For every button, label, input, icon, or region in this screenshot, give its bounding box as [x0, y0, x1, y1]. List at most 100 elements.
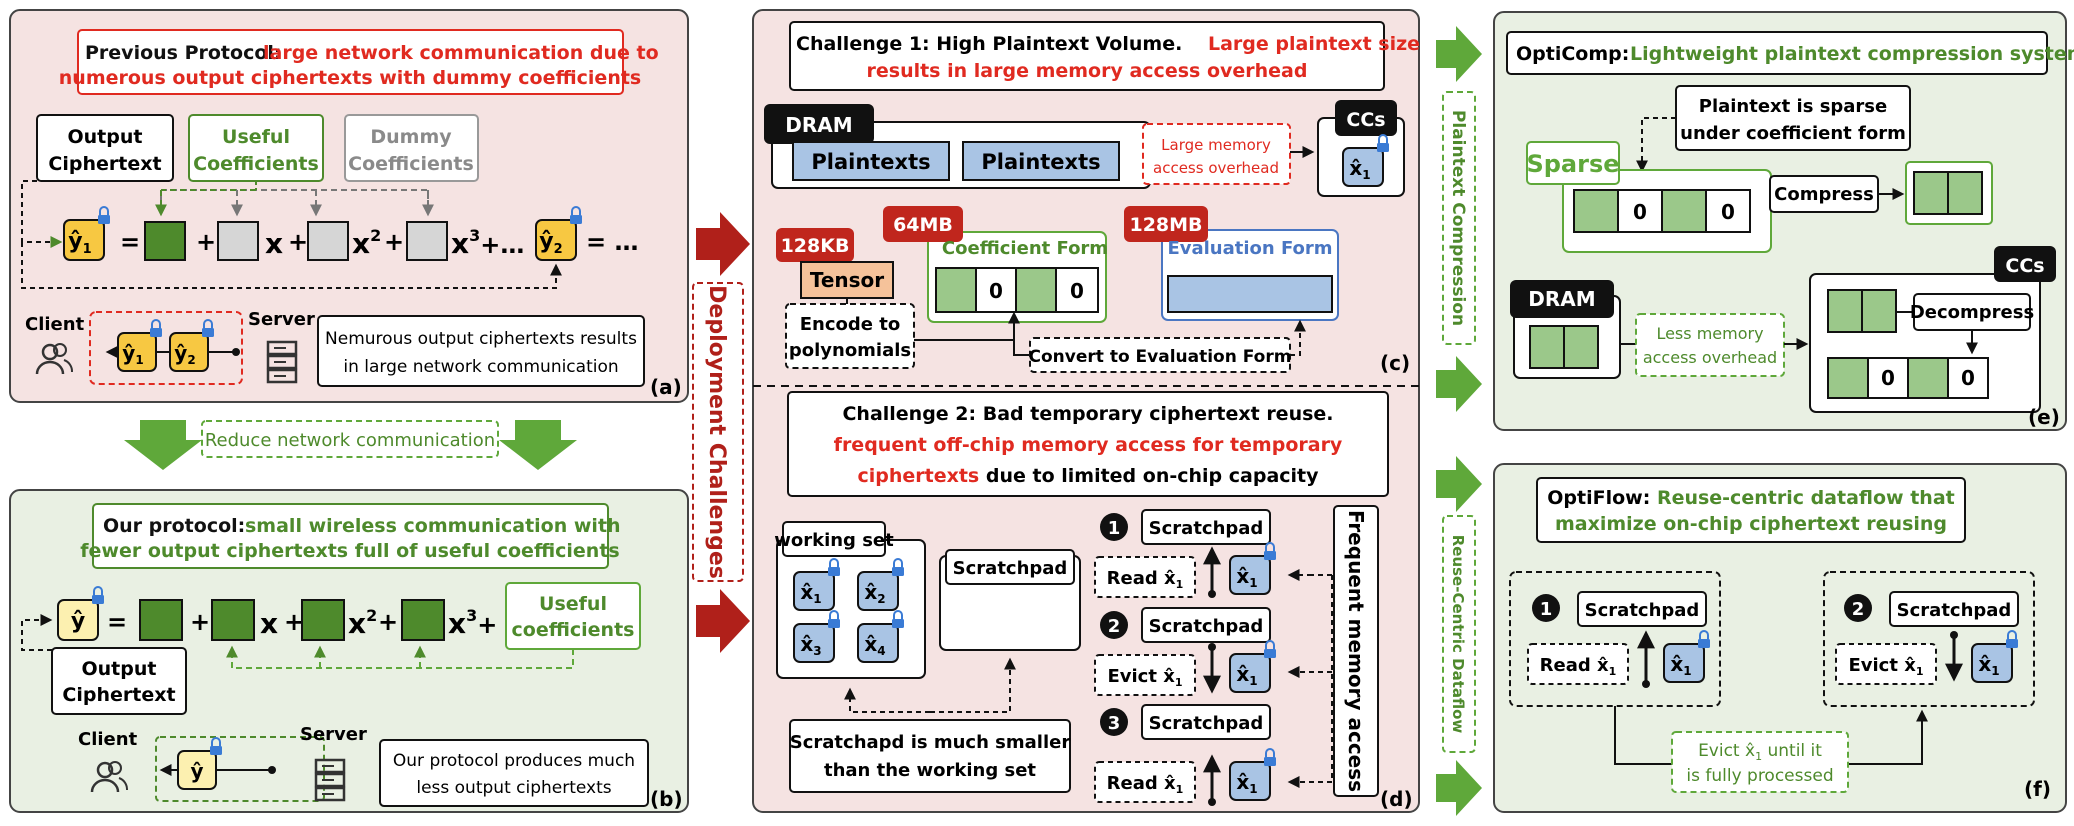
flow-step-1-action: Read x̂1 [1540, 655, 1617, 678]
panel-c-title-red2: results in large memory access overhead [867, 60, 1308, 82]
step-1: 1 Scratchpad Read x̂1 x̂1 [1094, 509, 1277, 598]
flow-step-1-num: 1 [1540, 599, 1553, 620]
ccs-label-e: CCs [2005, 255, 2044, 277]
compress-label: Compress [1774, 184, 1874, 205]
panel-b-title-prefix: Our protocol: [103, 515, 245, 537]
coeff-zero-1: 0 [989, 279, 1003, 303]
flow-step-1-pad: Scratchpad [1585, 600, 1700, 621]
client-y1: ŷ1 [122, 341, 143, 367]
output-ciphertext-b-l1: Output [82, 658, 157, 680]
sparse-zero-2: 0 [1721, 200, 1735, 224]
step-1-num: 1 [1108, 518, 1121, 539]
panel-c-title-prefix: Challenge 1: High Plaintext Volume. [796, 33, 1182, 55]
client-label-a: Client [25, 314, 85, 335]
x-term-2: x2 [352, 226, 381, 260]
reduce-arrows: Reduce network communication [124, 420, 577, 470]
server-label-b: Server [300, 724, 367, 745]
step-2-num: 2 [1108, 616, 1121, 637]
eq-sign-b: = [107, 608, 127, 636]
useful-coeff-b-l2: coefficients [512, 619, 635, 641]
client-y2: ŷ2 [174, 341, 195, 367]
step-2-pad: Scratchpad [1149, 616, 1264, 637]
ws-x2: x̂2 [864, 580, 885, 606]
flow-step-2-pad: Scratchpad [1897, 600, 2012, 621]
step-1-x1: x̂1 [1236, 564, 1257, 590]
ccs-zero-2: 0 [1961, 366, 1975, 390]
useful-coefficients-l1: Useful [222, 126, 290, 148]
panel-f-title-line1: OptiFlow: Reuse-centric dataflow that [1547, 487, 1954, 509]
ws-x4: x̂4 [864, 632, 885, 658]
panel-e-title-green: Lightweight plaintext compression system [1630, 43, 2074, 65]
flow-step-1-x1: x̂1 [1670, 652, 1691, 678]
panel-d-title-l3: ciphertexts due to limited on-chip capac… [857, 465, 1319, 487]
step-2: 2 Scratchpad Evict x̂1 x̂1 [1094, 607, 1277, 696]
scratchpad-label-d: Scratchpad [953, 558, 1068, 579]
mb128-badge: 128MB [1129, 214, 1202, 236]
panel-f-label: (f) [2024, 777, 2051, 801]
panel-a-note-l2: in large network communication [343, 357, 618, 377]
step-2-x1: x̂1 [1236, 662, 1257, 688]
plus-1: + [196, 228, 216, 256]
x-term-b1: x [260, 607, 278, 640]
step-1-pad: Scratchpad [1149, 518, 1264, 539]
deployment-challenges: Deployment Challenges [692, 212, 750, 653]
output-ciphertext-b-l2: Ciphertext [62, 684, 175, 706]
flow-step-2-action: Evict x̂1 [1848, 655, 1923, 678]
panel-b-title-line2: fewer output ciphertexts full of useful … [80, 540, 619, 562]
x-term-b3: x3+ [448, 606, 497, 640]
y2-symbol: ŷ2 [539, 229, 562, 257]
ws-x3: x̂3 [800, 632, 821, 658]
panel-f: OptiFlow: Reuse-centric dataflow that ma… [1493, 463, 2067, 813]
panel-e-label: (e) [2028, 405, 2060, 429]
useful-coefficients-l2: Coefficients [193, 153, 319, 175]
sparse-zero-1: 0 [1633, 200, 1647, 224]
panel-e: OptiComp: Lightweight plaintext compress… [1493, 11, 2074, 431]
panel-a-title-prefix: Previous Protocol: [85, 42, 282, 64]
step-3-action: Read x̂1 [1107, 773, 1184, 796]
plus-2: + [288, 228, 308, 256]
large-mem-l1: Large memory [1161, 136, 1271, 154]
frequent-access-label: Frequent memory access [1344, 510, 1368, 792]
plus-3: + [384, 228, 404, 256]
step-3: 3 Scratchpad Read x̂1 x̂1 [1094, 704, 1277, 806]
panel-c-title-red1: Large plaintext size [1208, 33, 1420, 55]
plus-b2: + [284, 608, 304, 636]
flow-step-2-num: 2 [1852, 599, 1865, 620]
evict-note-l2: is fully processed [1686, 766, 1833, 786]
client-label-b: Client [78, 729, 138, 750]
ccs-x1-c: x̂1 [1349, 156, 1370, 182]
sparse-note-l2: under coefficient form [1680, 123, 1906, 144]
dummy-coefficients-l2: Coefficients [348, 153, 474, 175]
reduce-label: Reduce network communication [205, 430, 495, 451]
evict-note-l1: Evict x̂1 until it [1698, 741, 1822, 763]
flow-step-2: 2 Scratchpad Evict x̂1 x̂1 [1823, 571, 2035, 707]
panel-a-label: (a) [650, 375, 682, 399]
decompress-label: Decompress [1910, 302, 2034, 323]
tensor-box: Tensor [810, 268, 884, 292]
ccs-zero-1: 0 [1881, 366, 1895, 390]
x-term-3: x3+… [451, 226, 524, 260]
sparse-note-l1: Plaintext is sparse [1699, 96, 1887, 117]
ws-x1: x̂1 [800, 580, 821, 606]
panel-a: Previous Protocol: large network communi… [9, 9, 689, 403]
panel-d-note-l2: than the working set [824, 760, 1036, 781]
panel-a-title-line2: numerous output ciphertexts with dummy c… [59, 67, 641, 89]
large-mem-l2: access overhead [1153, 159, 1279, 177]
panel-d-title-red1: frequent off-chip memory access for temp… [834, 434, 1343, 456]
convert-label: Convert to Evaluation Form [1029, 347, 1292, 367]
panel-f-title-line2: maximize on-chip ciphertext reusing [1555, 513, 1947, 535]
connectors-right: Plaintext Compression Reuse-Centric Data… [1436, 26, 1482, 816]
step-3-num: 3 [1108, 713, 1121, 734]
working-set-label: working set [774, 530, 894, 551]
output-ciphertext-label-l1: Output [68, 126, 143, 148]
deployment-label: Deployment Challenges [704, 285, 729, 579]
panel-d-title-l1: Challenge 2: Bad temporary ciphertext re… [842, 403, 1333, 425]
client-y-b: ŷ [190, 759, 203, 783]
useful-coeff-b-l1: Useful [539, 593, 607, 615]
coeff-form-title: Coefficient Form [942, 238, 1108, 259]
output-ciphertext-label-l2: Ciphertext [48, 153, 161, 175]
panel-c: Challenge 1: High Plaintext Volume. Larg… [764, 21, 1420, 375]
plus-b1: + [190, 608, 210, 636]
panel-b-label: (b) [650, 787, 683, 811]
x-term-b2: x2 [348, 606, 377, 640]
